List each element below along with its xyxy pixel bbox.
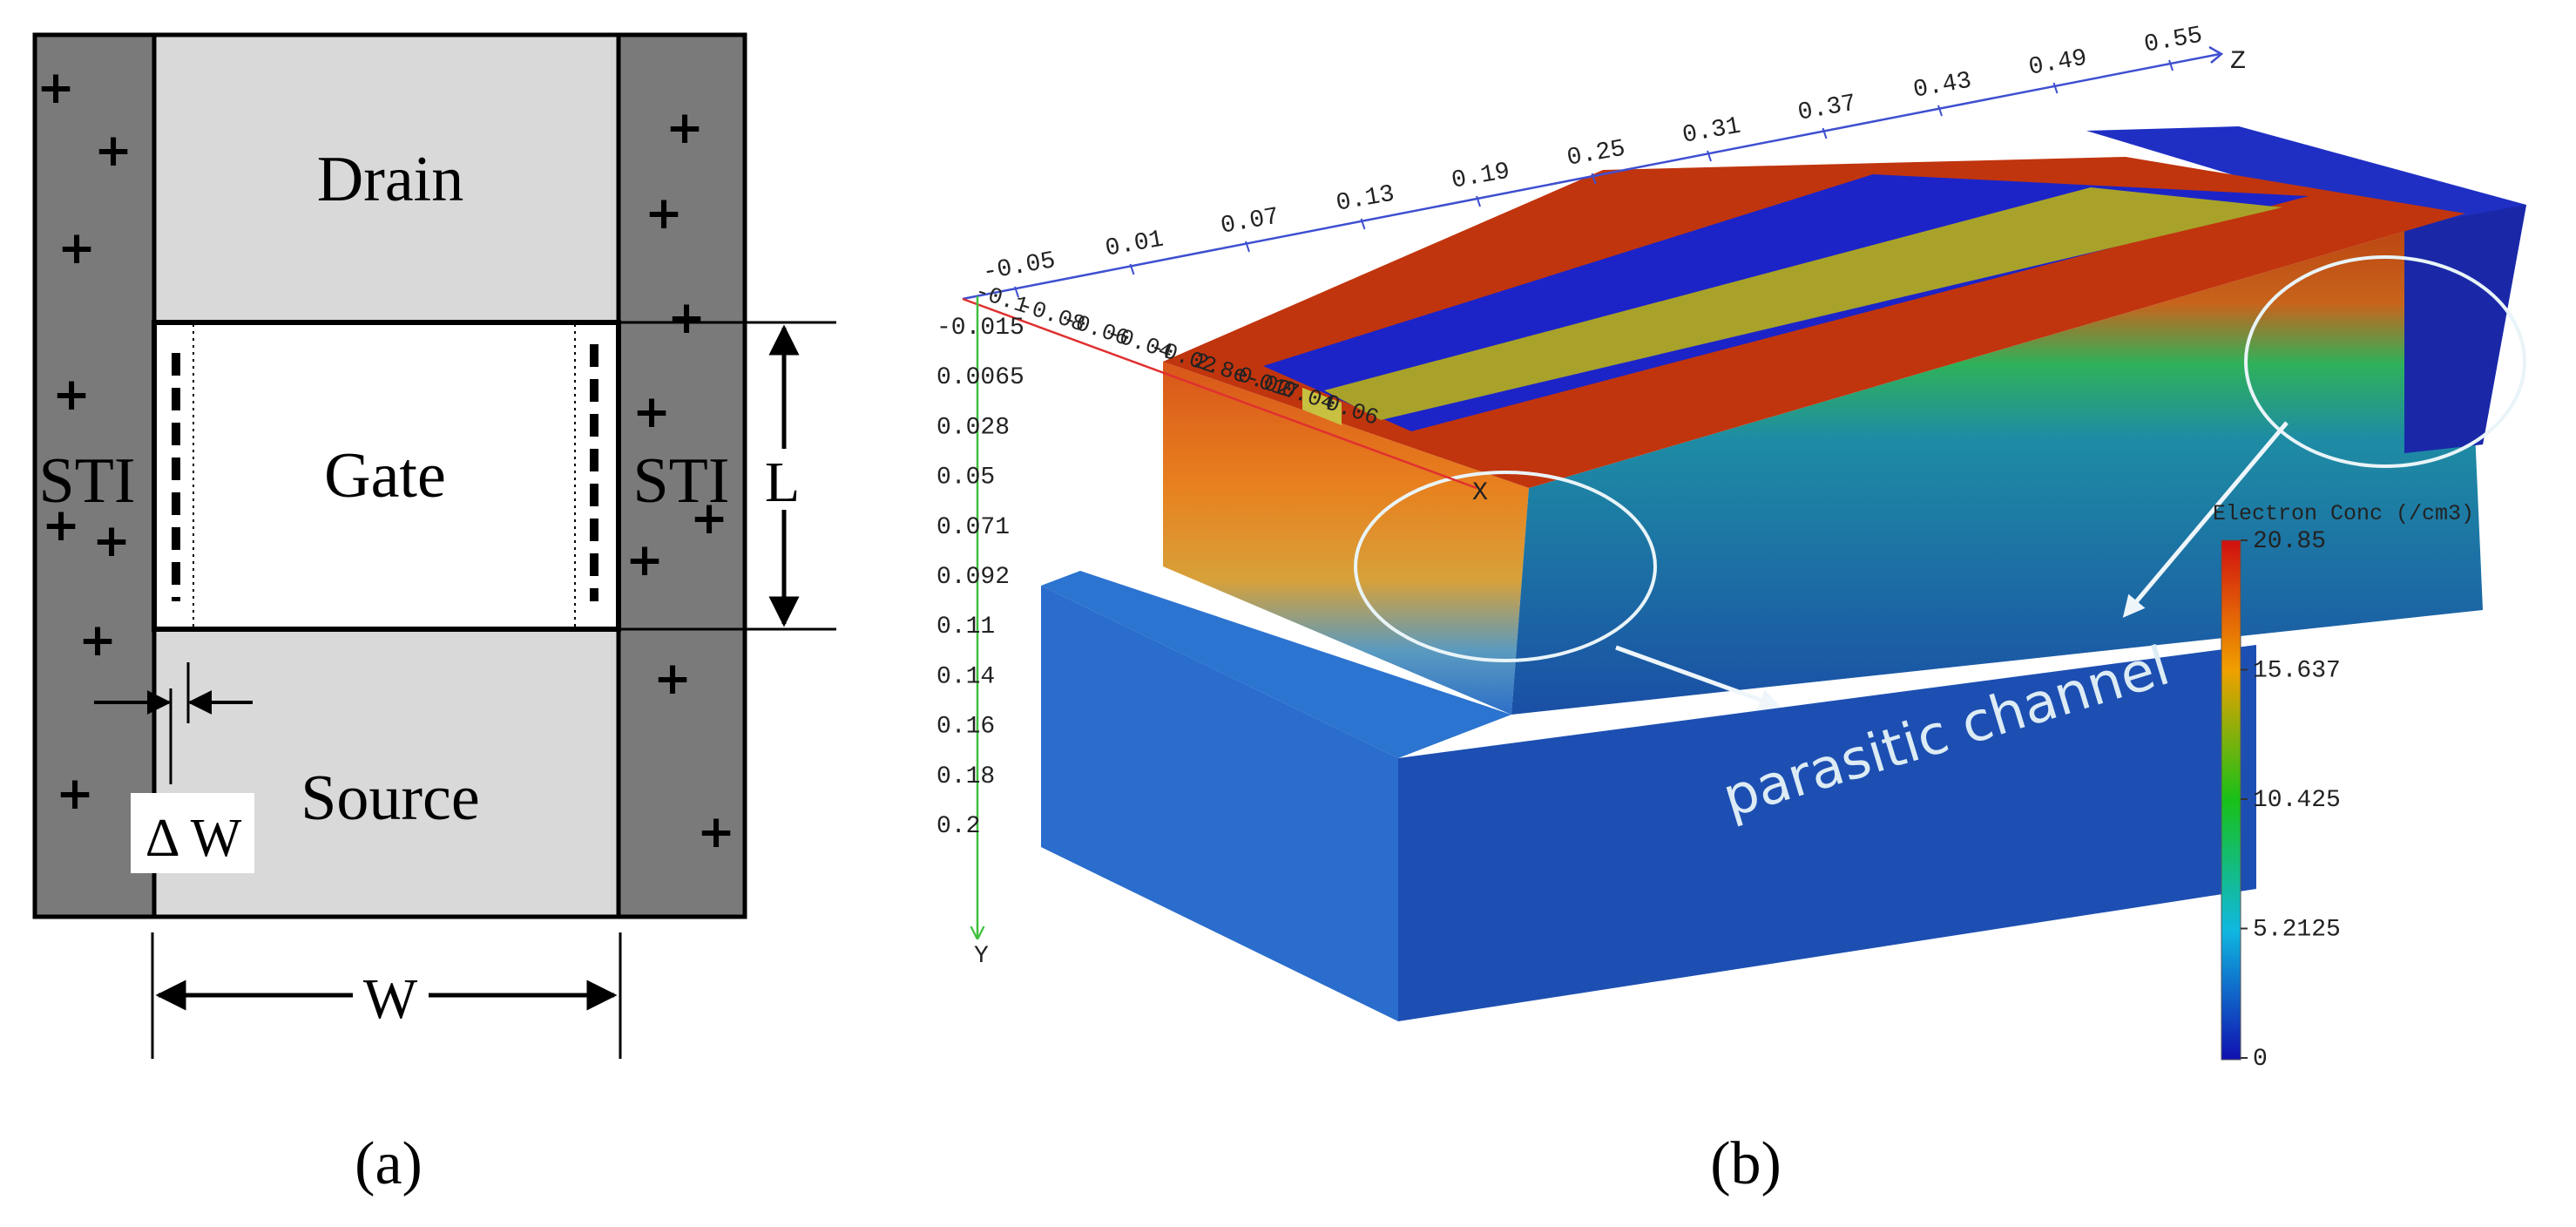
y-tick-label: -0.015 <box>936 315 1024 342</box>
y-tick-label: 0.16 <box>936 714 995 741</box>
y-tick-label: 0.028 <box>936 414 1010 441</box>
colorbar-tick-label: 15.637 <box>2253 658 2341 685</box>
axis-tick-mark <box>2168 59 2174 71</box>
delta-w-label: Δ W <box>145 809 242 868</box>
parasitic-channel-circle-right <box>2244 255 2526 468</box>
axis-tick-mark <box>1245 241 1250 253</box>
colorbar-ticks: 20.85 15.637 10.425 5.2125 0 <box>2241 528 2341 1073</box>
colorbar-title: Electron Conc (/cm3) <box>2213 501 2474 526</box>
plus-sign: + <box>625 534 664 586</box>
sti-right-region <box>616 32 747 919</box>
axis-tick-mark <box>1129 263 1135 275</box>
axis-tick-mark <box>1707 150 1712 162</box>
plus-sign: + <box>92 515 131 567</box>
y-tick-label: 0.11 <box>936 614 995 641</box>
pointer-arrow-right <box>2122 421 2289 618</box>
colorbar-gradient <box>2221 539 2241 1061</box>
panel-b-caption: (b) <box>1710 1130 1782 1197</box>
z-tick-label: 0.19 <box>1450 158 1512 194</box>
y-tick-label: 0.18 <box>936 763 995 790</box>
colorbar-tick-label: 10.425 <box>2253 787 2341 814</box>
drain-label: Drain <box>317 144 464 215</box>
source-label: Source <box>301 763 480 834</box>
plus-sign: + <box>37 62 75 114</box>
y-axis-label: Y <box>974 943 989 970</box>
panel-b: parasitic channel Z -0.050.010.070.130.1… <box>936 22 2526 1197</box>
axis-tick-mark <box>1591 173 1597 185</box>
plus-sign: + <box>57 222 96 275</box>
z-tick-label: 0.43 <box>1911 67 1974 104</box>
delta-w-dimension: Δ W <box>94 662 254 873</box>
drain-region <box>152 32 621 325</box>
plus-sign: + <box>653 653 692 705</box>
z-tick-label: 0.01 <box>1104 226 1166 262</box>
panel-a-caption: (a) <box>355 1130 423 1197</box>
y-tick-label: 0.0065 <box>936 364 1024 391</box>
plus-sign: + <box>697 806 735 858</box>
x-axis-label: X <box>1472 478 1488 508</box>
z-tick-label: 0.13 <box>1335 180 1397 217</box>
axis-tick-mark <box>1360 218 1366 230</box>
plus-sign: + <box>94 125 132 177</box>
plus-sign: + <box>645 187 683 240</box>
gate-region <box>152 320 621 632</box>
length-label: L <box>765 451 800 514</box>
y-tick-label: 0.2 <box>936 813 980 840</box>
plus-sign: + <box>632 386 671 438</box>
back-contact-side <box>2404 205 2526 453</box>
plus-sign: + <box>78 614 117 667</box>
axis-tick-mark <box>2052 82 2059 94</box>
pointer-arrow-left <box>1615 645 1782 710</box>
plus-sign: + <box>666 102 704 154</box>
plus-sign: + <box>52 369 91 421</box>
z-tick-label: 0.25 <box>1565 135 1628 172</box>
parasitic-channel-circle-left <box>1354 471 1657 662</box>
z-axis-label: Z <box>2230 47 2246 77</box>
axis-tick-mark <box>1937 105 1943 117</box>
substrate-block <box>1041 571 2256 1021</box>
z-tick-label: 0.07 <box>1219 203 1281 240</box>
plus-sign: + <box>56 768 94 820</box>
axis-tick-mark <box>1822 127 1828 139</box>
sti-right-label: STI <box>633 445 730 517</box>
width-label: W <box>363 967 418 1031</box>
y-tick-label: 0.05 <box>936 464 995 491</box>
plus-sign: + <box>690 492 728 545</box>
fin-front-face <box>1163 362 1529 715</box>
z-tick-label: 0.55 <box>2142 22 2205 58</box>
gate-metal-front <box>1302 388 1342 425</box>
sti-left-region <box>32 32 157 919</box>
colorbar: Electron Conc (/cm3) 20.85 15.637 10.425 5.… <box>2213 501 2474 1073</box>
y-axis: Y -0.015 0.0065 0.028 0.05 0.071 0.092 0.11 0.1… <box>936 296 1024 970</box>
z-tick-label: 0.49 <box>2027 44 2090 81</box>
axis-tick-mark <box>1476 195 1481 207</box>
y-axis-ticks: -0.015 0.0065 0.028 0.05 0.071 0.092 0.11 0.14 0… <box>936 315 1024 840</box>
z-tick-label: 0.31 <box>1680 112 1743 149</box>
y-tick-label: 0.071 <box>936 514 1010 541</box>
plus-sign: + <box>667 292 706 344</box>
positive-charges: + + + + + + + + + + + + + + + + <box>37 62 735 858</box>
z-tick-label: 0.37 <box>1796 90 1859 126</box>
gate-metal-strip <box>1324 187 2282 420</box>
colorbar-tick-label: 5.2125 <box>2253 917 2341 944</box>
plus-sign: + <box>42 499 80 552</box>
panel-a: Drain Gate Source STI STI + + + + + + + … <box>32 32 836 1197</box>
colorbar-tick-label: 20.85 <box>2253 528 2326 555</box>
width-dimension: W <box>151 932 622 1059</box>
z-tick-label: -0.05 <box>981 247 1058 287</box>
gate-label: Gate <box>324 440 446 512</box>
y-tick-label: 0.14 <box>936 663 995 690</box>
length-dimension: L <box>619 321 836 631</box>
sti-left-label: STI <box>39 445 136 517</box>
colorbar-tick-label: 0 <box>2253 1046 2268 1073</box>
y-tick-label: 0.092 <box>936 564 1010 591</box>
axis-tick-mark <box>1014 286 1019 298</box>
